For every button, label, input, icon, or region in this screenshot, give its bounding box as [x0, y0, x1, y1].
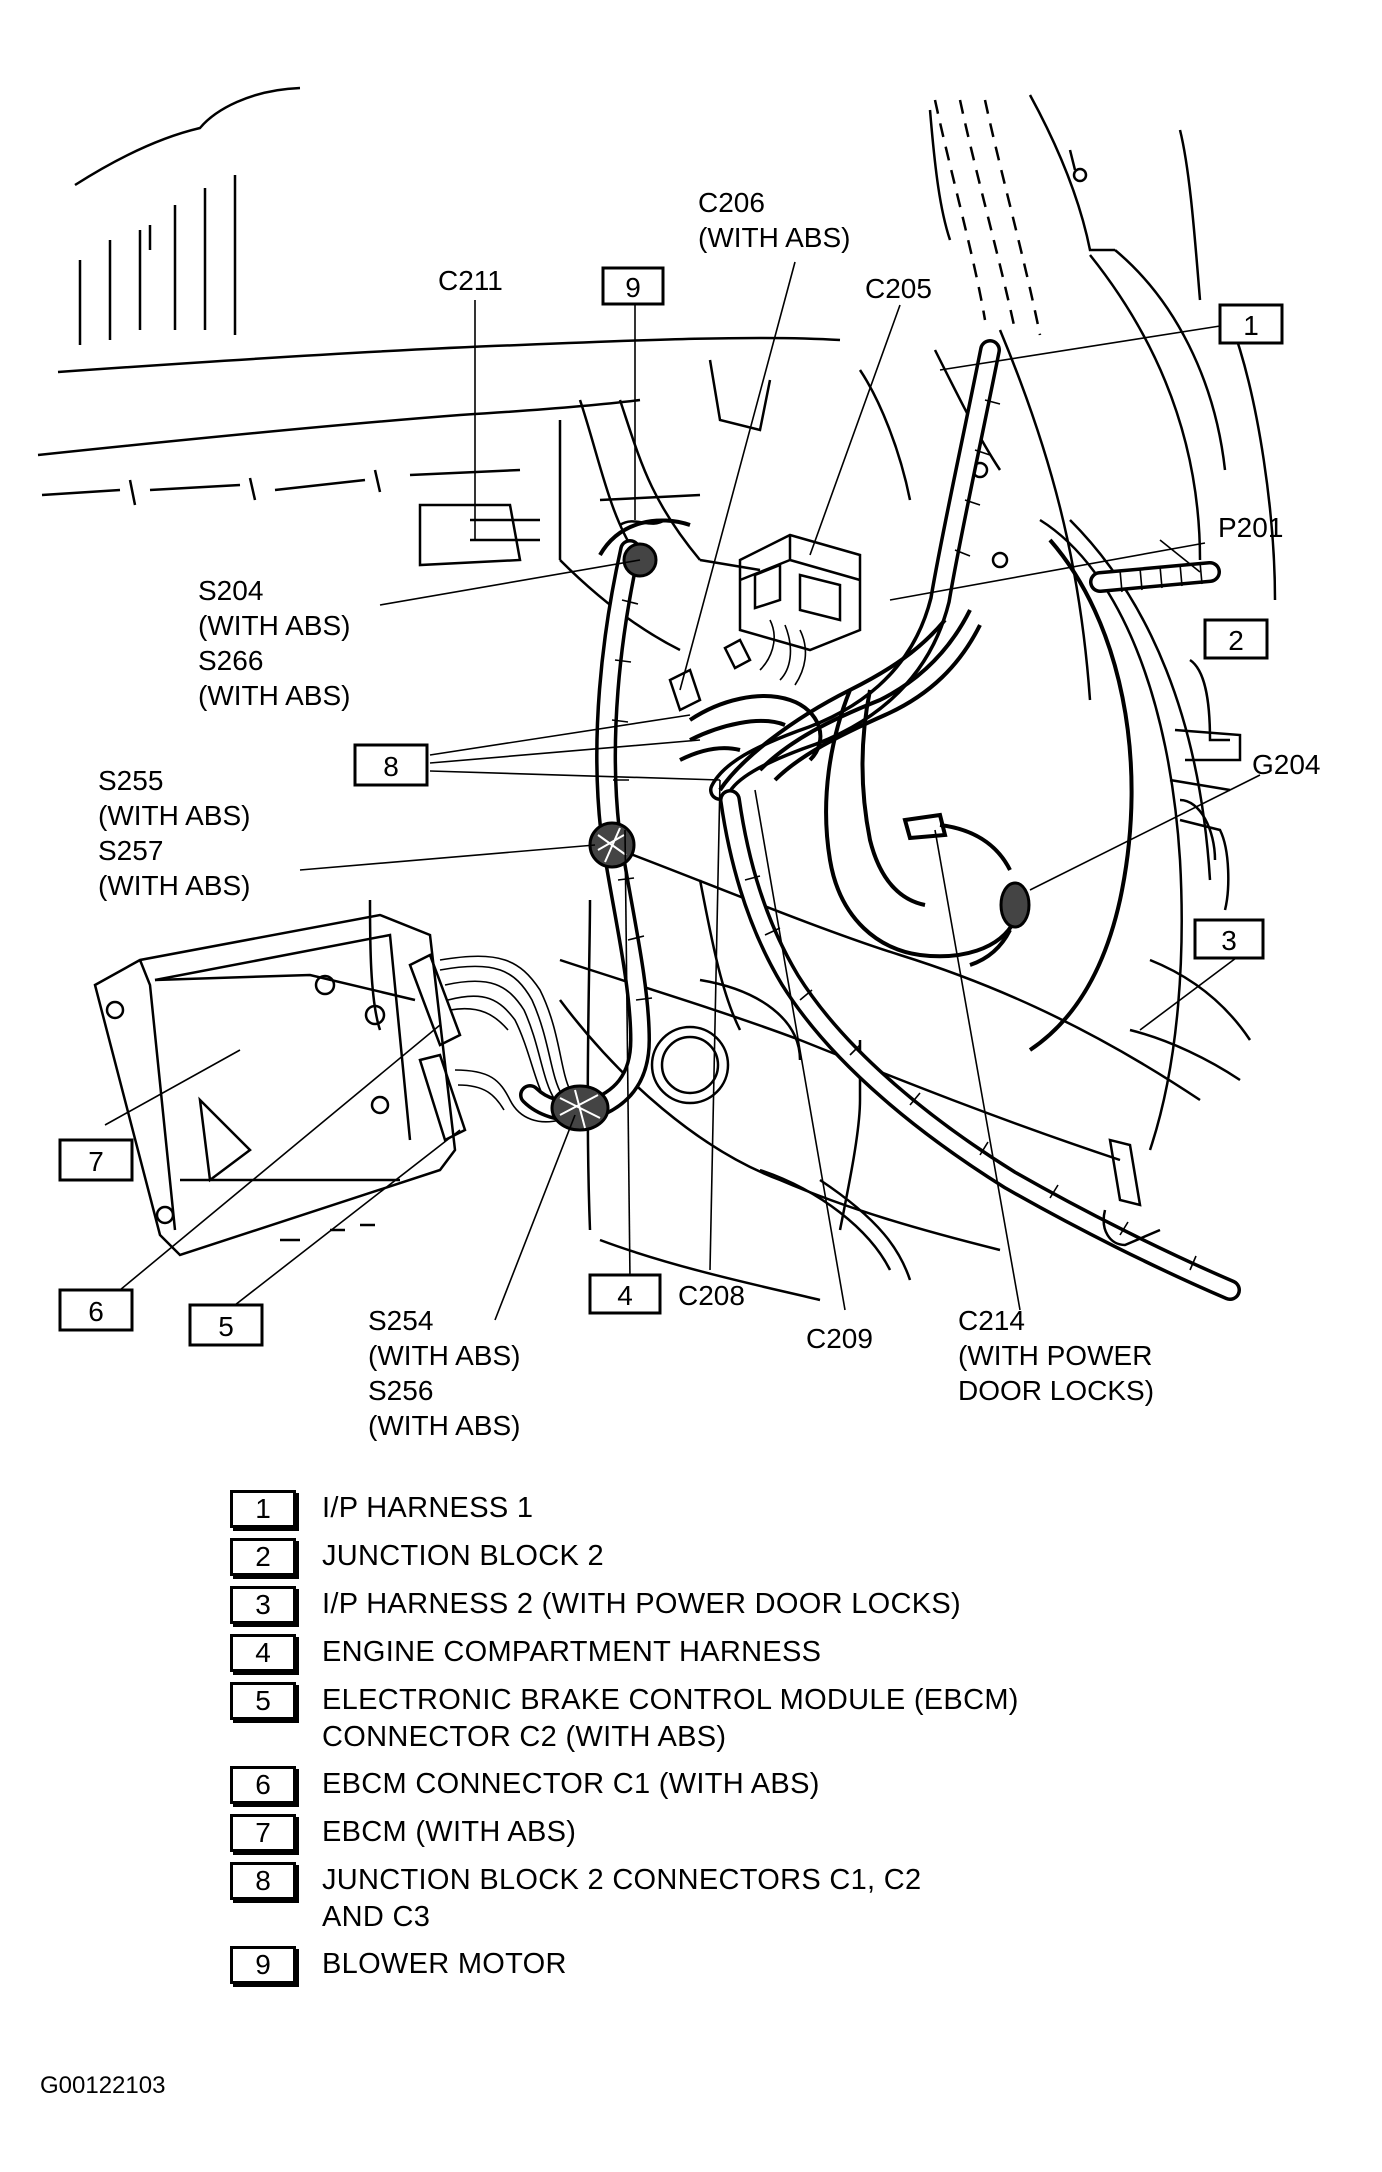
legend-item-6: 6 EBCM CONNECTOR C1 (WITH ABS)	[230, 1766, 1330, 1804]
legend-text: ENGINE COMPARTMENT HARNESS	[322, 1636, 822, 1668]
svg-text:1: 1	[1243, 310, 1259, 341]
ip-harness-2-branch	[824, 689, 1017, 959]
legend-item-4: 4 ENGINE COMPARTMENT HARNESS	[230, 1634, 1330, 1672]
legend-text: JUNCTION BLOCK 2	[322, 1540, 604, 1572]
legend-item-7: 7 EBCM (WITH ABS)	[230, 1814, 1330, 1852]
label-s257: S257	[98, 835, 163, 866]
legend: 1 I/P HARNESS 1 2 JUNCTION BLOCK 2 3 I/P…	[230, 1490, 1330, 1994]
label-s255-note: (WITH ABS)	[98, 800, 250, 831]
label-s256-note: (WITH ABS)	[368, 1410, 520, 1441]
legend-number: 3	[230, 1586, 296, 1624]
svg-text:9: 9	[625, 272, 641, 303]
number-box-2: 2	[1203, 618, 1269, 660]
blower-motor	[599, 493, 701, 527]
engine-compartment-harness	[519, 539, 653, 1123]
label-s254: S254	[368, 1305, 433, 1336]
label-g204: G204	[1252, 749, 1321, 780]
legend-number: 9	[230, 1946, 296, 1984]
splice-s255-s257	[588, 821, 636, 869]
label-s266-note: (WITH ABS)	[198, 680, 350, 711]
legend-number: 4	[230, 1634, 296, 1672]
legend-text: I/P HARNESS 2 (WITH POWER DOOR LOCKS)	[322, 1588, 961, 1620]
label-c208: C208	[678, 1280, 745, 1311]
label-s256: S256	[368, 1375, 433, 1406]
junction-block-connectors-c1-c2-c3	[668, 609, 982, 792]
number-box-9: 9	[601, 266, 665, 306]
legend-text: ELECTRONIC BRAKE CONTROL MODULE (EBCM) C…	[322, 1684, 1019, 1753]
figure-id: G00122103	[40, 2072, 166, 2099]
label-c206: C206	[698, 187, 765, 218]
label-p201: P201	[1218, 512, 1283, 543]
legend-item-8: 8 JUNCTION BLOCK 2 CONNECTORS C1, C2 AND…	[230, 1862, 1330, 1936]
label-c205: C205	[865, 273, 932, 304]
legend-item-5: 5 ELECTRONIC BRAKE CONTROL MODULE (EBCM)…	[230, 1682, 1330, 1756]
label-s204-note: (WITH ABS)	[198, 610, 350, 641]
number-box-7: 7	[58, 1138, 134, 1182]
label-c206-note: (WITH ABS)	[698, 222, 850, 253]
legend-number: 5	[230, 1682, 296, 1720]
wiring-diagram: 9 1 2 8 3 7 6 5 4 C206 (WITH ABS) C211 C…	[37, 86, 1321, 1441]
number-box-4: 4	[588, 1273, 662, 1315]
legend-item-9: 9 BLOWER MOTOR	[230, 1946, 1330, 1984]
number-box-6: 6	[58, 1288, 134, 1332]
number-box-8: 8	[353, 743, 429, 787]
legend-number: 6	[230, 1766, 296, 1804]
label-c214-note1: (WITH POWER	[958, 1340, 1152, 1371]
legend-item-2: 2 JUNCTION BLOCK 2	[230, 1538, 1330, 1576]
p201-passthrough	[1089, 561, 1221, 593]
label-s257-note: (WITH ABS)	[98, 870, 250, 901]
label-c214-note2: DOOR LOCKS)	[958, 1375, 1154, 1406]
ground-g204	[969, 881, 1031, 967]
legend-text: EBCM CONNECTOR C1 (WITH ABS)	[322, 1768, 820, 1800]
label-c214: C214	[958, 1305, 1025, 1336]
label-s255: S255	[98, 765, 163, 796]
legend-number: 1	[230, 1490, 296, 1528]
number-box-3: 3	[1193, 918, 1265, 960]
legend-text: JUNCTION BLOCK 2 CONNECTORS C1, C2 AND C…	[322, 1864, 922, 1933]
legend-text: BLOWER MOTOR	[322, 1948, 567, 1980]
legend-number: 8	[230, 1862, 296, 1900]
junction-block-2	[738, 533, 862, 686]
callout-labels: C206 (WITH ABS) C211 C205 P201 S204 (WIT…	[98, 187, 1321, 1441]
legend-text: I/P HARNESS 1	[322, 1492, 534, 1524]
svg-text:7: 7	[88, 1146, 104, 1177]
legend-item-1: 1 I/P HARNESS 1	[230, 1490, 1330, 1528]
svg-text:8: 8	[383, 751, 399, 782]
label-c209: C209	[806, 1323, 873, 1354]
leader-lines	[104, 261, 1261, 1321]
svg-text:5: 5	[218, 1311, 234, 1342]
legend-text: EBCM (WITH ABS)	[322, 1816, 577, 1848]
label-s204: S204	[198, 575, 263, 606]
number-box-1: 1	[1218, 303, 1284, 345]
ebcm-module	[93, 913, 571, 1257]
label-s266: S266	[198, 645, 263, 676]
number-box-5: 5	[188, 1303, 264, 1347]
svg-text:4: 4	[617, 1280, 633, 1311]
splice-s254-s256	[550, 1084, 610, 1132]
svg-text:3: 3	[1221, 925, 1237, 956]
label-c211: C211	[438, 265, 503, 296]
label-s254-note: (WITH ABS)	[368, 1340, 520, 1371]
ip-harness-1	[709, 339, 1241, 1301]
legend-number: 7	[230, 1814, 296, 1852]
svg-text:2: 2	[1228, 625, 1244, 656]
legend-number: 2	[230, 1538, 296, 1576]
svg-text:6: 6	[88, 1296, 104, 1327]
legend-item-3: 3 I/P HARNESS 2 (WITH POWER DOOR LOCKS)	[230, 1586, 1330, 1624]
